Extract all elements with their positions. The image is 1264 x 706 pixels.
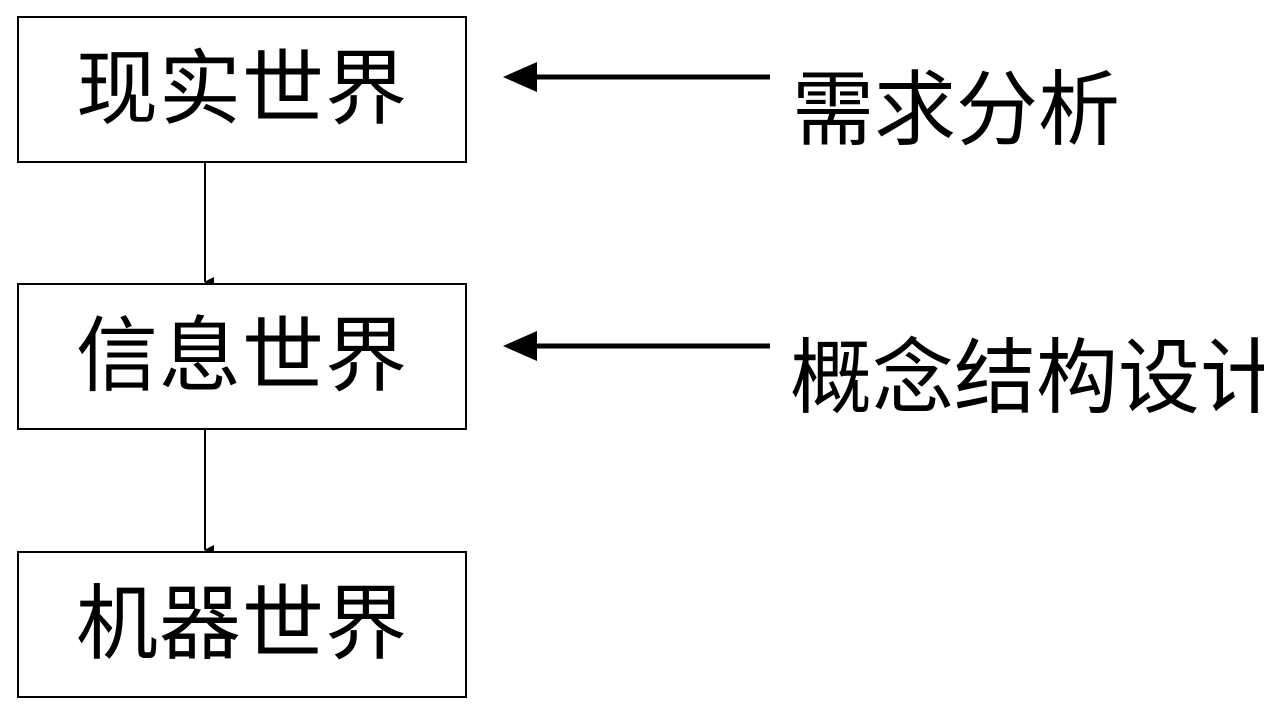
arrow-concept-to-information xyxy=(503,331,770,361)
reality-world-label: 现实世界 xyxy=(75,41,408,137)
requirements-analysis-label: 需求分析 xyxy=(792,63,1121,158)
reality-world-box: 现实世界 xyxy=(17,16,467,163)
arrow-requirements-to-reality xyxy=(503,62,770,92)
conceptual-design-label: 概念结构设计 xyxy=(790,331,1264,426)
machine-world-label: 机器世界 xyxy=(75,576,408,672)
information-world-label: 信息世界 xyxy=(75,308,408,404)
information-world-box: 信息世界 xyxy=(17,283,467,430)
machine-world-box: 机器世界 xyxy=(17,551,467,698)
